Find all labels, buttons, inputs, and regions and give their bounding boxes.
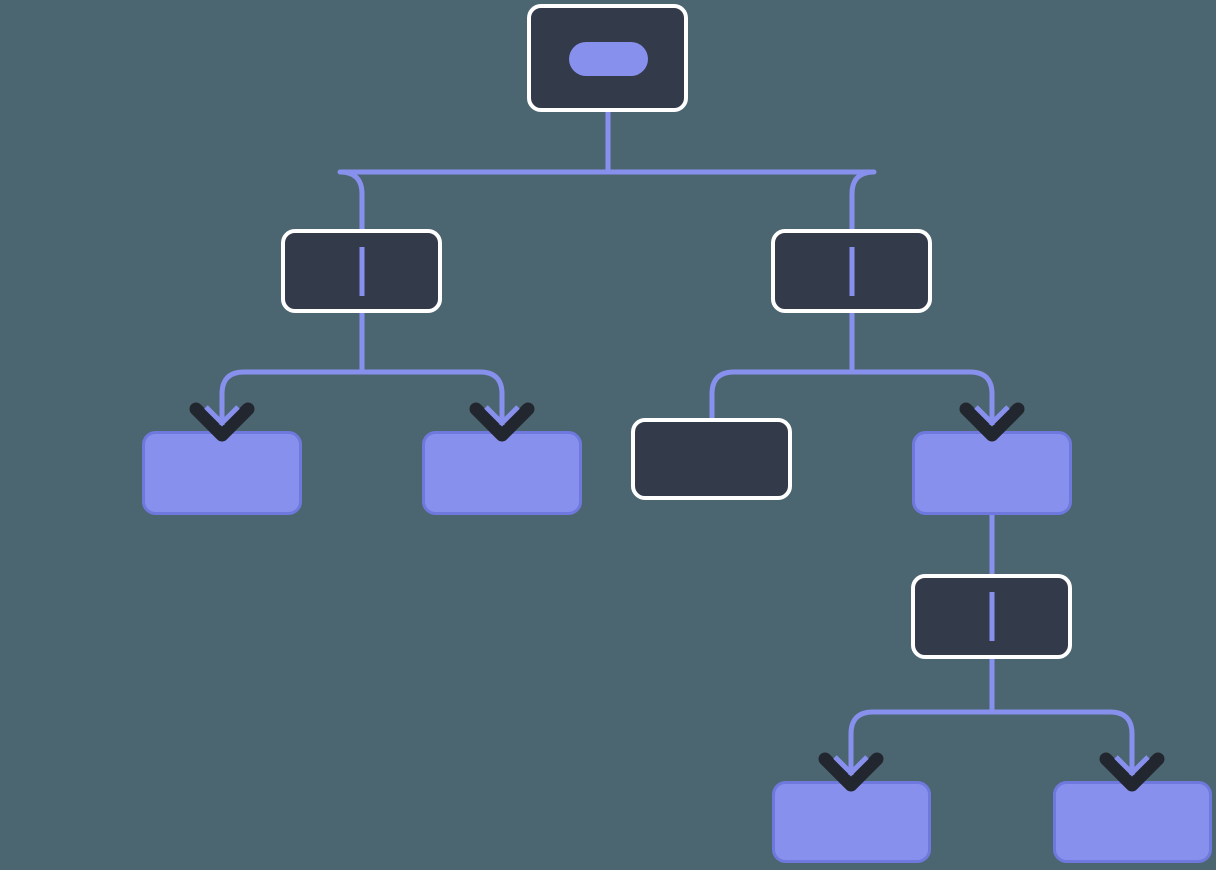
leaf-node-4-shape[interactable] (772, 781, 931, 863)
connector-branch-lower-to-leaf-4 (848, 709, 992, 791)
leaf-node-1[interactable] (142, 431, 302, 515)
leaf-node-3-arrowhead (959, 397, 1025, 442)
arrow-layer (189, 397, 1165, 792)
leaf-node-1-shape[interactable] (142, 431, 302, 515)
leaf-node-3[interactable] (912, 431, 1072, 515)
connector-root-split-right (608, 169, 877, 313)
leaf-node-2[interactable] (422, 431, 582, 515)
branch-node-left[interactable] (281, 229, 442, 313)
leaf-node-4-arrowhead (818, 747, 884, 792)
connector-branch-lower-to-leaf-5 (992, 709, 1135, 791)
node-layer (142, 4, 1212, 863)
connector-root-split (337, 169, 608, 313)
leaf-node-2-shape[interactable] (422, 431, 582, 515)
root-node-pill-marker (569, 42, 648, 76)
branch-node-lower[interactable] (911, 574, 1072, 659)
connector-right-branch-to-leaf-3 (852, 369, 995, 441)
leaf-node-3-shape[interactable] (912, 431, 1072, 515)
leaf-node-1-arrowhead (189, 397, 255, 442)
leaf-node-2-arrowhead (469, 397, 535, 442)
connector-left-branch-to-leaf-2 (362, 369, 505, 441)
arrow-down-icon (469, 402, 535, 442)
connector-layer (219, 76, 1135, 791)
leaf-node-5-shape[interactable] (1053, 781, 1212, 863)
arrow-down-icon (1099, 752, 1165, 792)
arrow-down-icon (959, 402, 1025, 442)
arrow-down-icon (189, 402, 255, 442)
connector-left-branch-to-leaf-1 (219, 369, 362, 441)
branch-node-right[interactable] (771, 229, 932, 313)
terminal-node-dark[interactable] (631, 418, 792, 500)
root-node[interactable] (527, 4, 688, 112)
arrow-down-icon (818, 752, 884, 792)
connector-right-branch-to-terminal (709, 369, 852, 418)
leaf-node-4[interactable] (772, 781, 931, 863)
leaf-node-5-arrowhead (1099, 747, 1165, 792)
leaf-node-5[interactable] (1053, 781, 1212, 863)
terminal-node-dark-shape[interactable] (631, 418, 792, 500)
